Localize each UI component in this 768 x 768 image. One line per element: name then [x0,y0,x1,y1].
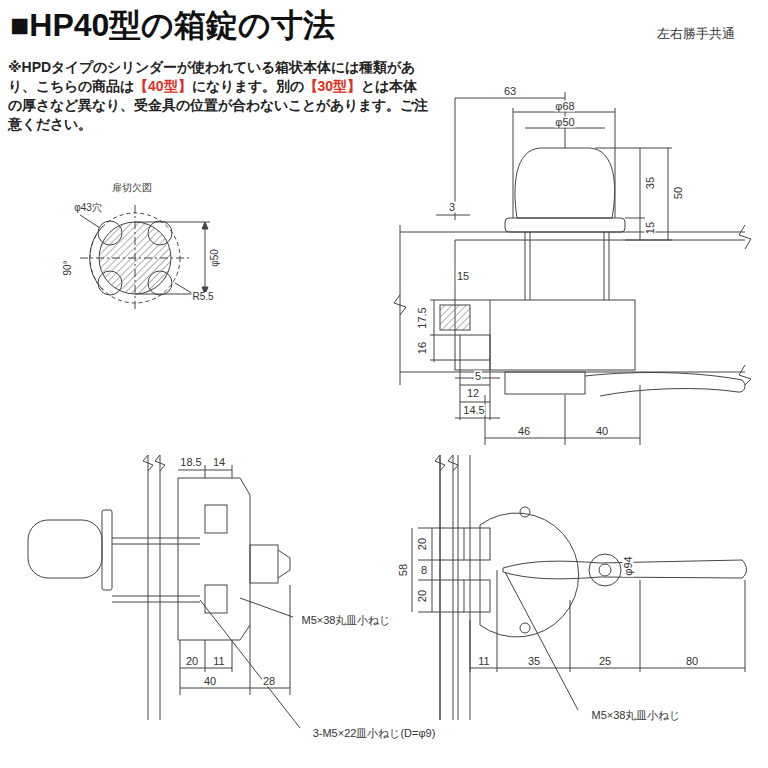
view-title: 扉切欠図 [111,183,153,193]
dimension: 28 [262,676,276,687]
dimension: 40 [203,676,217,687]
dimension: 12 [466,388,480,399]
dimension: 15 [645,221,656,235]
dimension: 3 [448,202,456,213]
dimension: 14 [212,457,226,468]
dimension: 80 [685,656,699,667]
dimension: 40 [595,426,609,437]
hand-note: 左右勝手共通 [656,27,736,40]
dimension: φ50 [554,117,575,128]
dimension: 20 [417,537,428,551]
dimension: 14.5 [462,405,485,416]
dimension: 15 [456,271,470,282]
dimension: φ50 [210,248,220,268]
screw-callout: M5×38丸皿小ねじ [591,710,682,721]
dimension: 35 [527,656,541,667]
screw-callout: M5×38丸皿小ねじ [301,615,392,626]
dimension: 17.5 [417,306,428,329]
dimension: 18.5 [179,457,202,468]
dimension: 5 [474,371,482,382]
dimension: φ94 [623,555,634,576]
dimension: φ43穴 [73,203,103,213]
dimension: 90° [63,259,73,276]
dimension: R5.5 [191,292,214,302]
screw-callout: 3-M5×22皿小ねじ(D=φ9) [312,728,437,739]
dimension: φ68 [554,101,575,112]
dimension: 16 [417,341,428,355]
dimension: 8 [420,565,428,576]
dimension: 63 [503,86,517,97]
dimension: 20 [185,656,199,667]
dimension: 25 [598,656,612,667]
note-text: 【30型】 [304,78,362,94]
note-text: になります。別の [192,78,304,94]
dimension: 20 [417,589,428,603]
dimension: 58 [398,563,409,577]
dimension: 50 [673,186,684,200]
page-title: ■HP40型の箱錠の寸法 [10,8,335,43]
dimension: 35 [645,176,656,190]
note-text: 【40型】 [134,78,192,94]
dimension: 11 [477,656,490,667]
caution-note: ※HPDタイプのシリンダーが使われている箱状本体には種類があり、こちらの商品は【… [8,58,428,134]
dimension: 46 [517,426,531,437]
dimension: 11 [212,656,225,667]
